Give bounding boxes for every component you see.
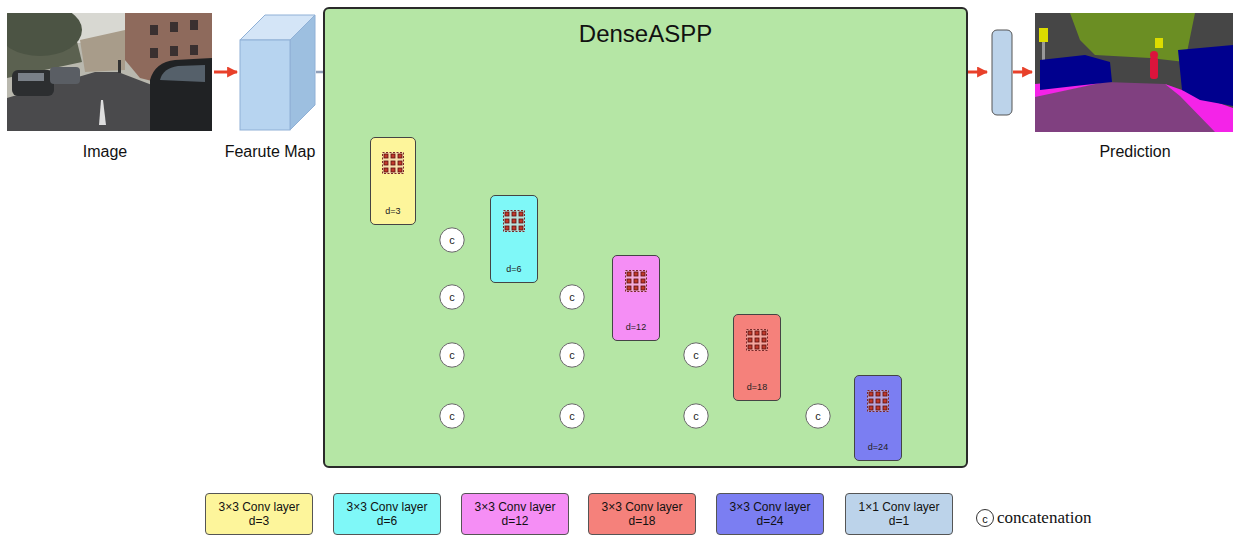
feature-map-block: [240, 15, 315, 130]
street-photo: [7, 13, 212, 131]
legend-swatch: 3×3 Conv layer d=6: [333, 493, 441, 535]
concat-letter: c: [815, 411, 821, 422]
final-conv-block: [992, 30, 1012, 115]
module-title: DenseASPP: [325, 9, 966, 48]
concat-node: c: [439, 403, 465, 429]
input-label: Image: [83, 143, 127, 160]
legend-swatch: 3×3 Conv layer d=12: [461, 493, 569, 535]
dilated-conv-box: d=12: [612, 255, 660, 341]
concat-symbol: [977, 510, 994, 527]
concat-node: c: [559, 403, 585, 429]
legend-text: 3×3 Conv layer d=18: [595, 500, 689, 528]
concat-letter: c: [569, 350, 575, 361]
label-holder: Prediction: [1065, 142, 1205, 161]
legend-text: 3×3 Conv layer d=3: [212, 500, 306, 528]
concat-node: c: [439, 284, 465, 310]
dilation-label: d=18: [747, 382, 767, 393]
dilation-label: d=12: [626, 322, 646, 333]
kernel-icon: [746, 329, 768, 351]
concat-letter: c: [693, 411, 699, 422]
legend-swatch: 3×3 Conv layer d=18: [588, 493, 696, 535]
dilated-conv-box: d=18: [733, 314, 781, 401]
dilated-conv-box: d=6: [490, 195, 538, 283]
dilated-conv-box: d=24: [854, 375, 902, 461]
concat-letter: c: [449, 350, 455, 361]
kernel-icon: [625, 270, 647, 292]
concat-node: c: [805, 403, 831, 429]
legend-swatch: 3×3 Conv layer d=24: [716, 493, 824, 535]
segmentation-map: [1035, 13, 1233, 132]
dilation-label: d=6: [506, 264, 521, 275]
output-label: Prediction: [1099, 143, 1170, 160]
flow-arrow: [214, 71, 237, 74]
legend-text: 3×3 Conv layer d=24: [723, 500, 817, 528]
label-holder: Image: [40, 142, 170, 161]
legend-text: 1×1 Conv layer d=1: [852, 500, 946, 528]
concat-node: c: [559, 284, 585, 310]
concat-letter: c: [449, 292, 455, 303]
kernel-icon: [382, 152, 404, 174]
concat-node: c: [439, 227, 465, 253]
module-panel: DenseASPP d=3 c d=6 c c d=12 c c c d=18 c c c c d=24: [323, 7, 968, 468]
concat-node: c: [559, 342, 585, 368]
legend-entry: concatenation: [997, 507, 1091, 529]
kernel-icon: [867, 390, 889, 412]
dilation-label: d=24: [868, 442, 888, 453]
concat-letter: c: [569, 292, 575, 303]
concat-letter: c: [449, 411, 455, 422]
concat-node: c: [683, 342, 709, 368]
legend-swatch: 3×3 Conv layer d=3: [205, 493, 313, 535]
concat-node: c: [439, 342, 465, 368]
concat-symbol-letter: c: [982, 513, 988, 525]
label-holder: c: [976, 511, 994, 526]
feature-map-label: Fearute Map: [225, 143, 316, 160]
dilated-conv-box: d=3: [370, 137, 416, 225]
flow-arrow: [1013, 71, 1032, 74]
legend-text: concatenation: [997, 508, 1091, 527]
dilation-label: d=3: [385, 206, 400, 217]
kernel-icon: [503, 210, 525, 232]
concat-letter: c: [693, 350, 699, 361]
label-holder: Fearute Map: [205, 142, 335, 161]
concat-letter: c: [569, 411, 575, 422]
concat-letter: c: [449, 235, 455, 246]
legend-text: 3×3 Conv layer d=12: [468, 500, 562, 528]
concat-node: c: [683, 403, 709, 429]
legend-swatch: 1×1 Conv layer d=1: [845, 493, 953, 535]
legend-text: 3×3 Conv layer d=6: [340, 500, 434, 528]
